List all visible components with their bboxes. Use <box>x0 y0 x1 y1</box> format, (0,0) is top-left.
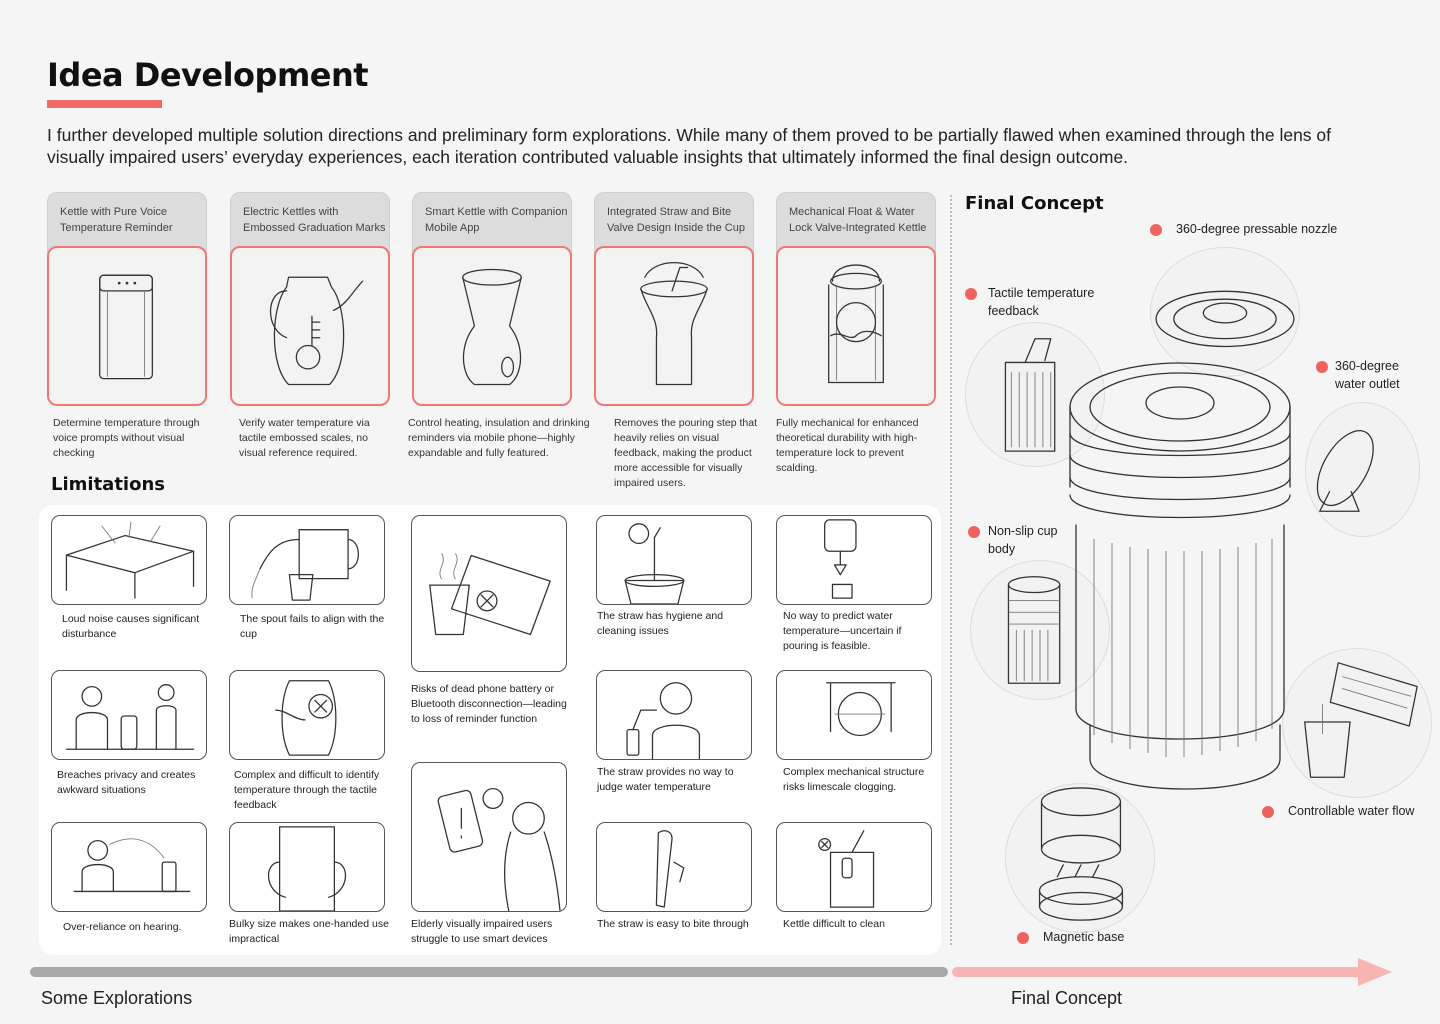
limitation-sketch-straw-temp <box>596 670 752 760</box>
concept-label-straw: Integrated Straw and Bite Valve Design I… <box>594 192 754 254</box>
magnetic-base-detail-circle <box>1005 783 1155 933</box>
section-divider <box>950 195 952 945</box>
limitation-caption: The straw provides no way to judge water… <box>597 766 734 793</box>
feature-label-nonslip: Non-slip cup body <box>988 524 1058 556</box>
concept-label-mechanical: Mechanical Float & Water Lock Valve-Inte… <box>776 192 936 254</box>
final-concept-title: Final Concept <box>965 193 1104 214</box>
limitation-sketch-bulky <box>229 822 385 912</box>
waterflow-detail-circle <box>1282 648 1432 798</box>
timeline-arrow-icon <box>1358 958 1392 986</box>
limitation-sketch-battery <box>411 515 567 672</box>
limitation-sketch-noise <box>51 515 207 605</box>
timeline-explorations-bar <box>30 967 948 977</box>
limitation-sketch-predict <box>776 515 932 605</box>
limitation-sketch-limescale <box>776 670 932 760</box>
concept-desc-voice: Determine temperature through voice prom… <box>53 417 200 459</box>
feature-label-outlet: 360-degree water outlet <box>1335 359 1400 391</box>
feature-marker-nozzle <box>1150 224 1162 236</box>
intro-paragraph: I further developed multiple solution di… <box>47 125 1332 167</box>
feature-marker-waterflow <box>1262 806 1274 818</box>
limitation-caption: Complex mechanical structure risks limes… <box>783 766 925 793</box>
concept-label-voice: Kettle with Pure Voice Temperature Remin… <box>47 192 207 254</box>
limitation-caption: The straw is easy to bite through <box>597 918 749 930</box>
concept-desc-straw: Removes the pouring step that heavily re… <box>614 417 758 489</box>
feature-marker-magnetic <box>1017 932 1029 944</box>
concept-sketch-mechanical-kettle <box>776 246 936 406</box>
feature-label-magnetic: Magnetic base <box>1043 930 1125 944</box>
title-underline <box>47 100 162 108</box>
limitation-sketch-bite <box>596 822 752 912</box>
limitation-sketch-hygiene <box>596 515 752 605</box>
limitation-sketch-spout <box>229 515 385 605</box>
concept-desc-embossed: Verify water temperature via tactile emb… <box>239 417 370 459</box>
limitation-caption: Kettle difficult to clean <box>783 918 885 930</box>
concept-desc-app: Control heating, insulation and drinking… <box>408 417 590 459</box>
limitation-caption: The spout fails to align with the cup <box>240 613 385 640</box>
outlet-detail-circle <box>1305 402 1420 537</box>
concept-label-app: Smart Kettle with Companion Mobile App <box>412 192 572 254</box>
tactile-detail-circle <box>965 322 1105 467</box>
concept-label-embossed: Electric Kettles with Embossed Graduatio… <box>230 192 390 254</box>
feature-marker-tactile <box>965 288 977 300</box>
page-title: Idea Development <box>47 56 369 94</box>
timeline-right-label: Final Concept <box>1011 988 1123 1008</box>
feature-marker-outlet <box>1316 361 1328 373</box>
limitation-caption: Complex and difficult to identify temper… <box>234 769 380 811</box>
limitation-caption: Elderly visually impaired users struggle… <box>411 918 553 945</box>
limitation-caption: Bulky size makes one-handed use impracti… <box>229 918 389 945</box>
timeline-left-label: Some Explorations <box>41 988 193 1008</box>
limitation-sketch-hearing <box>51 822 207 912</box>
concept-desc-mechanical: Fully mechanical for enhanced theoretica… <box>776 417 919 474</box>
limitation-caption: Over-reliance on hearing. <box>63 921 182 933</box>
timeline-final-bar <box>952 967 1364 977</box>
nonslip-detail-circle <box>970 560 1110 700</box>
limitation-caption: Risks of dead phone battery or Bluetooth… <box>411 683 567 725</box>
limitation-caption: No way to predict water temperature—unce… <box>783 610 902 652</box>
limitations-title: Limitations <box>51 474 165 495</box>
concept-sketch-smart-kettle <box>412 246 572 406</box>
nozzle-detail-circle <box>1150 247 1300 377</box>
limitation-caption: The straw has hygiene and cleaning issue… <box>597 610 724 637</box>
limitation-sketch-elderly <box>411 762 567 912</box>
limitation-sketch-privacy <box>51 670 207 760</box>
concept-sketch-voice-kettle <box>47 246 207 406</box>
limitation-sketch-tactile <box>229 670 385 760</box>
feature-label-nozzle: 360-degree pressable nozzle <box>1176 222 1338 236</box>
concept-sketch-embossed-kettle <box>230 246 390 406</box>
feature-label-waterflow: Controllable water flow <box>1288 804 1415 818</box>
limitation-caption: Loud noise causes significant disturbanc… <box>62 613 200 640</box>
limitation-sketch-clean <box>776 822 932 912</box>
limitation-caption: Breaches privacy and creates awkward sit… <box>57 769 196 796</box>
feature-marker-nonslip <box>968 526 980 538</box>
concept-sketch-straw-cup <box>594 246 754 406</box>
final-concept-main-sketch <box>1060 355 1300 795</box>
feature-label-tactile: Tactile temperature feedback <box>988 286 1095 318</box>
